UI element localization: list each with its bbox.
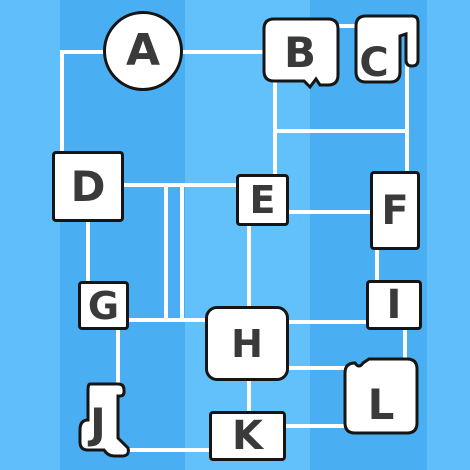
node-l[interactable]: L (341, 355, 421, 439)
node-h[interactable]: H (205, 306, 289, 381)
node-e[interactable]: E (236, 174, 289, 226)
node-f[interactable]: F (370, 171, 420, 250)
wire-a-d (60, 50, 106, 157)
node-a[interactable]: A (103, 11, 183, 91)
node-d-label: D (70, 161, 106, 211)
node-i-label: I (386, 282, 402, 328)
node-f-label: F (381, 187, 409, 234)
background-stripe (427, 0, 470, 470)
node-k-label: K (232, 413, 263, 459)
node-k[interactable]: K (209, 411, 286, 461)
node-c[interactable]: C (352, 10, 422, 90)
node-j-label: J (87, 399, 106, 448)
node-e-label: E (249, 178, 276, 222)
node-d[interactable]: D (52, 151, 124, 222)
node-h-label: H (231, 321, 263, 366)
node-i[interactable]: I (366, 280, 422, 330)
node-l-label: L (368, 380, 395, 429)
node-g[interactable]: G (78, 281, 129, 330)
background-stripe (0, 0, 60, 470)
node-b-label: B (284, 28, 316, 77)
node-b[interactable]: B (262, 17, 342, 91)
node-g-label: G (87, 283, 120, 328)
node-c-label: C (359, 40, 388, 86)
node-a-label: A (125, 25, 161, 76)
node-j[interactable]: J (74, 380, 134, 462)
